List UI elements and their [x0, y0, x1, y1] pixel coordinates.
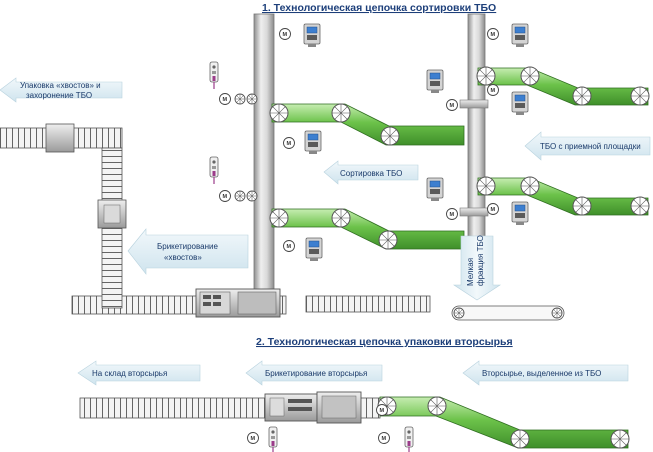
control-panel-icon [426, 69, 444, 94]
svg-text:M: M [287, 244, 292, 250]
svg-text:M: M [450, 103, 455, 109]
control-panel-icon [426, 177, 444, 202]
label-recyclables-briquetting: Брикетирование вторсырья [265, 369, 367, 378]
label-recyclables-separated: Вторсырье, выделенное из ТБО [482, 369, 601, 378]
packing-chain-conveyor [79, 391, 630, 449]
control-panel-icon [303, 23, 321, 48]
motor-icon: M [283, 137, 295, 149]
control-panel-icon [304, 130, 322, 155]
arrow-icon [127, 228, 249, 275]
label-fine-fraction-line2: фракция ТБО [476, 235, 485, 286]
arrow-icon [462, 360, 629, 386]
motor-icon: M [446, 99, 458, 111]
arrow-icon [245, 360, 383, 386]
svg-text:M: M [491, 32, 496, 38]
svg-text:M: M [251, 436, 256, 442]
control-panel-icon [511, 201, 529, 226]
pendant-switch-icon [268, 426, 278, 452]
motor-icon: M [378, 432, 390, 444]
column-bracket [459, 99, 489, 109]
label-msw-sorting: Сортировка ТБО [340, 169, 402, 178]
control-panel-icon [511, 91, 529, 116]
sorting-belt-lower-right [476, 176, 650, 216]
sorting-belt-lower-left [269, 208, 465, 250]
sorting-chain-title: 1. Технологическая цепочка сортировки ТБ… [262, 2, 496, 14]
fine-fraction-belt [451, 305, 565, 321]
arrow-icon [0, 77, 123, 103]
svg-text:M: M [491, 88, 496, 94]
svg-text:M: M [380, 408, 385, 414]
control-panel-icon [305, 237, 323, 262]
control-panel-icon [511, 23, 529, 48]
arrow-icon [77, 360, 201, 386]
pulley-icon [246, 93, 258, 105]
pendant-switch-icon [209, 61, 219, 90]
label-to-recyclables-warehouse: На склад вторсырья [92, 369, 167, 378]
motor-icon: M [487, 203, 499, 215]
motor-icon: M [376, 404, 388, 416]
motor-icon: M [219, 93, 231, 105]
svg-text:M: M [287, 141, 292, 147]
arrow-icon [524, 131, 651, 161]
motor-icon: M [279, 28, 291, 40]
pulley-icon [234, 190, 246, 202]
pendant-switch-icon [209, 156, 219, 185]
motor-icon: M [487, 84, 499, 96]
motor-icon: M [446, 208, 458, 220]
svg-text:M: M [283, 32, 288, 38]
column-bracket [459, 207, 489, 217]
motor-icon: M [247, 432, 259, 444]
arrow-icon [323, 160, 419, 185]
svg-text:M: M [491, 207, 496, 213]
svg-text:M: M [382, 436, 387, 442]
sorting-belt-upper-right [476, 66, 650, 106]
arrow-icon [452, 235, 502, 301]
label-tails-briquetting-line2: «хвостов» [164, 253, 202, 262]
svg-text:M: M [223, 194, 228, 200]
motor-icon: M [283, 240, 295, 252]
pendant-switch-icon [404, 426, 414, 452]
pulley-icon [234, 93, 246, 105]
label-tails-briquetting-line1: Брикетирование [157, 242, 218, 251]
briquetting-press-tails [195, 288, 281, 318]
pulley-icon [246, 190, 258, 202]
label-tails-packing-line2: захоронение ТБО [26, 91, 92, 100]
motor-icon: M [219, 190, 231, 202]
separator-column-right [467, 13, 486, 253]
motor-icon: M [487, 28, 499, 40]
label-tails-packing-line1: Упаковка «хвостов» и [20, 81, 101, 90]
svg-text:M: M [223, 97, 228, 103]
slat-belt-middle [305, 295, 431, 313]
packing-chain-title: 2. Технологическая цепочка упаковки втор… [256, 336, 513, 348]
svg-text:M: M [450, 212, 455, 218]
separator-column-left [253, 13, 275, 316]
label-msw-from-receiving: ТБО с приемной площадки [540, 142, 641, 151]
sorting-belt-upper-left [269, 103, 465, 146]
tails-conveyor [0, 123, 127, 309]
label-fine-fraction-line1: Мелкая [466, 258, 475, 286]
